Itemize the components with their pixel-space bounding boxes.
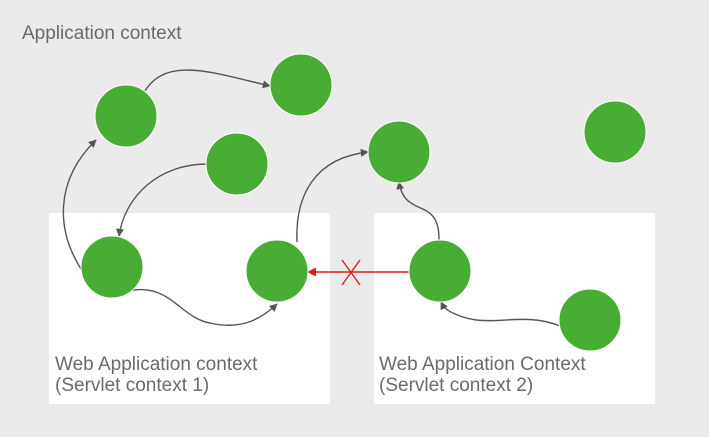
- application-context-label: Application context: [22, 23, 182, 44]
- edge-c2-to-c1: [440, 301, 561, 327]
- bean-node-a1: [94, 84, 158, 148]
- bean-node-a5: [583, 100, 647, 164]
- web-application-context-2-label: Web Application Context: [379, 354, 586, 375]
- edge-c1-to-a4: [396, 181, 440, 242]
- edge-a1-to-a2: [142, 69, 271, 95]
- bean-node-a3: [205, 132, 269, 196]
- web-application-context-1-sublabel: (Servlet context 1): [55, 375, 209, 396]
- web-application-context-1-label: Web Application context: [55, 354, 258, 375]
- bean-node-c1: [408, 239, 472, 303]
- web-application-context-2-sublabel: (Servlet context 2): [379, 375, 533, 396]
- edge-a3-to-b1: [116, 163, 208, 237]
- bean-node-c2: [558, 288, 622, 352]
- edge-b2-to-a4: [296, 148, 369, 243]
- edge-b1-to-a1: [62, 139, 97, 273]
- bean-node-a4: [367, 120, 431, 184]
- bean-node-b2: [245, 239, 309, 303]
- edge-b1-to-b2: [127, 288, 278, 326]
- bean-node-a2: [269, 53, 333, 117]
- blocked-x-mark: [341, 259, 361, 286]
- bean-node-b1: [80, 235, 144, 299]
